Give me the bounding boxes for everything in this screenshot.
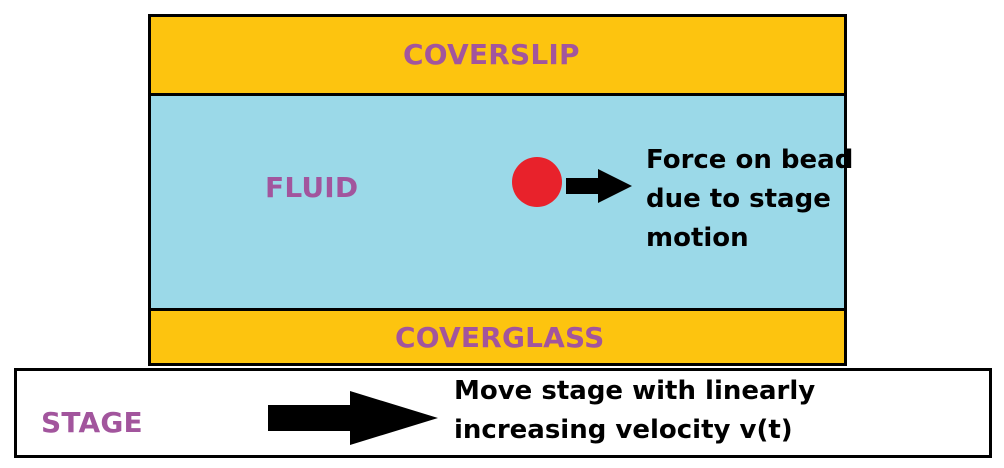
- bead-force-annotation: Force on bead due to stage motion: [646, 141, 853, 258]
- stage-motion-annotation: Move stage with linearly increasing velo…: [454, 372, 815, 450]
- bead: [512, 157, 562, 207]
- stage-layer: STAGE: [14, 368, 992, 458]
- coverslip-layer: COVERSLIP: [148, 14, 847, 96]
- bead-force-line-1: Force on bead: [646, 145, 854, 175]
- bead-force-line-2: due to stage: [646, 184, 831, 214]
- fluid-label: FLUID: [265, 171, 359, 204]
- coverslip-label: COVERSLIP: [403, 38, 580, 71]
- stage-motion-arrow-icon: [268, 391, 438, 445]
- fluid-layer: FLUID: [148, 93, 847, 311]
- stage-motion-line-1: Move stage with linearly: [454, 376, 816, 406]
- coverglass-layer: COVERGLASS: [148, 308, 847, 366]
- coverglass-label: COVERGLASS: [395, 321, 605, 354]
- stage-motion-line-2: increasing velocity v(t): [454, 415, 793, 445]
- force-arrow-icon: [566, 169, 632, 203]
- bead-force-line-3: motion: [646, 223, 749, 253]
- stage-label: STAGE: [41, 406, 143, 439]
